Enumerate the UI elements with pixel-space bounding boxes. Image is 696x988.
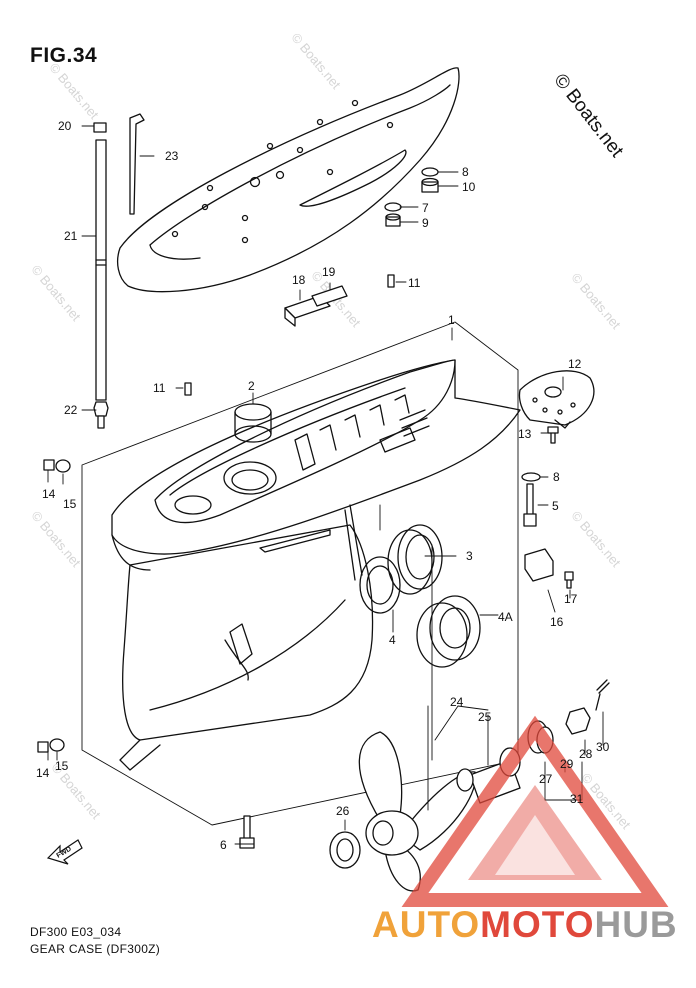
callout-13: 13 [518,427,532,441]
callout-19: 19 [322,265,336,279]
callout-11: 11 [153,381,166,395]
callout-12: 12 [568,357,582,371]
callout-4a: 4A [498,610,513,624]
callout-29: 29 [560,757,574,771]
callout-22: 22 [64,403,78,417]
brand-logo-icon [401,715,669,907]
forward-arrow-icon: FWD [46,839,83,865]
model-code: DF300 E03_034 [30,925,122,939]
gear-case-body [111,359,521,771]
washer-nut-group [384,167,439,227]
bolt [564,571,574,589]
drain-plug [43,459,55,471]
callout-26: 26 [336,804,350,818]
callout-4: 4 [389,633,396,647]
callout-27: 27 [539,772,553,786]
brand-part-3: HUB [594,904,678,945]
bolt [547,426,559,444]
anti-ventilation-plate [117,67,460,293]
callout-20: 20 [58,119,72,133]
shift-rod [93,122,109,429]
cable-tie [129,113,145,215]
propeller [358,731,477,892]
callout-3: 3 [466,549,473,563]
callout-5: 5 [552,499,559,513]
gasket [55,459,71,473]
callout-8: 8 [462,165,469,179]
callout-8: 8 [553,470,560,484]
callout-28: 28 [579,747,593,761]
thrust-washer [329,831,361,869]
callout-1: 1 [448,313,455,327]
bolt [239,815,255,849]
anode-block [524,548,554,582]
callout-15: 15 [63,497,77,511]
anode-pair [284,285,348,327]
trim-tab [518,370,595,429]
brand-part-1: AUTO [372,904,481,945]
dowel-pin [184,382,192,396]
callout-18: 18 [292,273,306,287]
callout-2: 2 [248,379,255,393]
callout-23: 23 [165,149,179,163]
callout-7: 7 [422,201,429,215]
callout-11: 11 [408,276,421,290]
figure-title: FIG.34 [30,44,98,67]
callout-labels: 1 2 3 4 4A 5 6 7 8 8 9 10 11 11 12 13 14… [36,119,610,852]
diagram-caption: GEAR CASE (DF300Z) [30,942,161,956]
callout-6: 6 [220,838,227,852]
callout-15: 15 [55,759,69,773]
callout-30: 30 [596,740,610,754]
callout-9: 9 [422,216,429,230]
brand-part-2: MOTO [480,904,595,945]
callout-14: 14 [36,766,50,780]
seal-bearing-group [359,524,481,668]
callout-21: 21 [64,229,78,243]
callout-14: 14 [42,487,56,501]
leader-lines [47,125,604,845]
washer [521,472,541,482]
callout-16: 16 [550,615,564,629]
callout-17: 17 [564,592,578,606]
callout-10: 10 [462,180,476,194]
callout-24: 24 [450,695,464,709]
brand-wordmark: AUTOMOTOHUB [372,904,678,946]
gasket [49,738,65,752]
cotter-pin [595,679,610,711]
drain-plug [37,741,49,753]
propeller-nut [565,707,591,735]
dowel-pin [387,274,395,288]
bolt [523,483,537,527]
callout-31: 31 [570,792,584,806]
callout-25: 25 [478,710,492,724]
